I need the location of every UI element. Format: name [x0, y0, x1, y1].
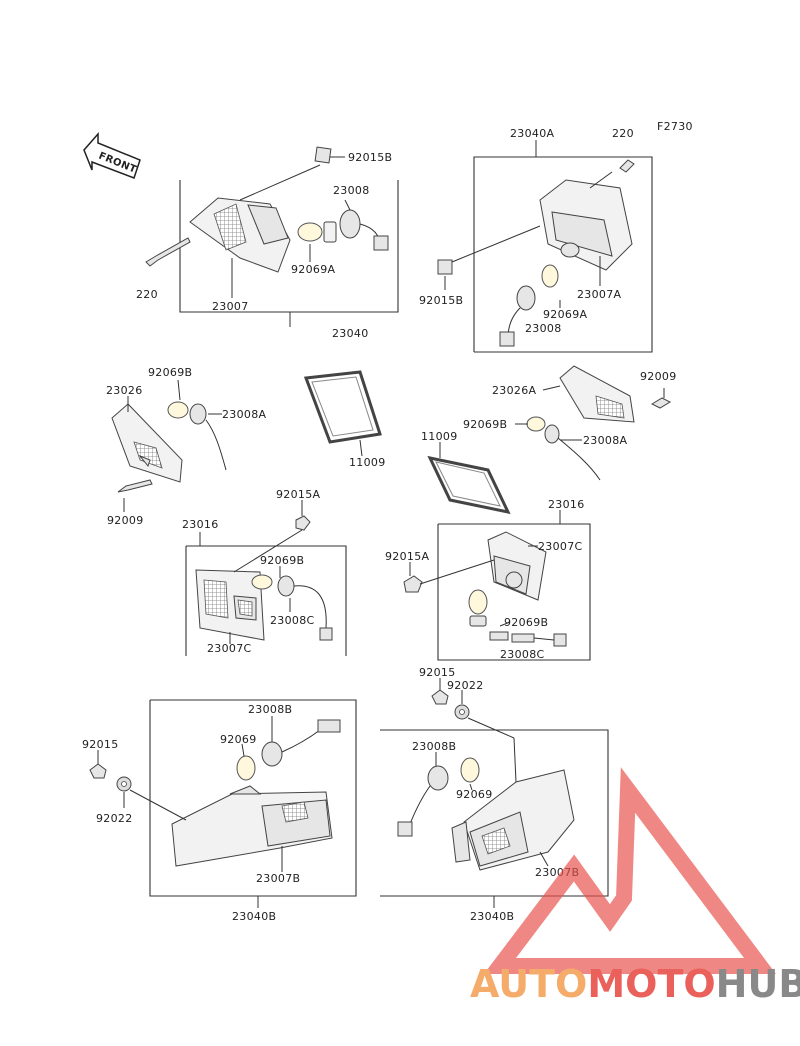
label-92069-right: 92069 — [456, 788, 493, 801]
label-23008c-left: 23008C — [270, 614, 314, 627]
nut-washer-mid — [431, 678, 515, 739]
label-92009-right: 92009 — [640, 370, 677, 383]
label-220-right: 220 — [612, 127, 634, 140]
label-92015a-right: 92015A — [385, 550, 429, 563]
label-23007: 23007 — [212, 300, 249, 313]
label-23008a-right: 23008A — [583, 434, 627, 447]
label-23007c-left: 23007C — [207, 642, 251, 655]
gasket-11009-left — [303, 370, 382, 457]
label-92015b: 92015B — [348, 151, 392, 164]
front-arrow-icon: FRONT — [83, 132, 141, 179]
label-23040b-left: 23040B — [232, 910, 276, 923]
label-23008b-right: 23008B — [412, 740, 456, 753]
figure-code: F2730 — [657, 120, 693, 133]
label-23008b-left: 23008B — [248, 703, 292, 716]
label-23008a: 23008A — [222, 408, 266, 421]
label-92009: 92009 — [107, 514, 144, 527]
assembly-23016-right — [403, 510, 591, 661]
label-23040: 23040 — [332, 327, 369, 340]
watermark-auto: AUTO — [470, 962, 587, 1006]
label-23026: 23026 — [106, 384, 143, 397]
assembly-23040b-right — [380, 729, 609, 908]
label-92069a: 92069A — [291, 263, 335, 276]
watermark-hub: HUB — [716, 962, 800, 1006]
watermark-moto: MOTO — [587, 962, 715, 1006]
label-92022-left: 92022 — [96, 812, 133, 825]
assembly-23016-left — [185, 500, 347, 656]
label-23040b-right: 23040B — [470, 910, 514, 923]
label-23040a: 23040A — [510, 127, 554, 140]
label-23008c-right: 23008C — [500, 648, 544, 661]
assembly-23040a — [437, 140, 653, 353]
label-220: 220 — [136, 288, 158, 301]
label-92069-left: 92069 — [220, 733, 257, 746]
label-92069b: 92069B — [148, 366, 192, 379]
label-23016-right: 23016 — [548, 498, 585, 511]
label-23007b-left: 23007B — [256, 872, 300, 885]
label-92015b-right: 92015B — [419, 294, 463, 307]
watermark-triangle-logo — [483, 767, 776, 974]
label-23008-right: 23008 — [525, 322, 562, 335]
label-23008: 23008 — [333, 184, 370, 197]
label-23007c-right: 23007C — [538, 540, 582, 553]
label-92015-left: 92015 — [82, 738, 119, 751]
label-92015a: 92015A — [276, 488, 320, 501]
label-92069b-mid: 92069B — [260, 554, 304, 567]
label-23016-left: 23016 — [182, 518, 219, 531]
marker-lamp-23026 — [111, 379, 227, 512]
assembly-23040 — [145, 146, 399, 327]
label-11009-b: 11009 — [421, 430, 458, 443]
svg-text:AUTOMOTOHUB: AUTOMOTOHUB — [470, 962, 800, 1006]
label-23026a: 23026A — [492, 384, 536, 397]
label-92022-mid: 92022 — [447, 679, 484, 692]
label-92069a-right: 92069A — [543, 308, 587, 321]
gasket-11009-right — [427, 442, 511, 515]
label-23007a: 23007A — [577, 288, 621, 301]
assembly-23040b-left — [89, 699, 357, 908]
label-92069b-low: 92069B — [504, 616, 548, 629]
label-92015-mid: 92015 — [419, 666, 456, 679]
label-92069b-right: 92069B — [463, 418, 507, 431]
marker-lamp-23026a — [515, 365, 672, 481]
label-11009-a: 11009 — [349, 456, 386, 469]
automotohub-watermark: AUTOMOTOHUB — [470, 767, 800, 1006]
